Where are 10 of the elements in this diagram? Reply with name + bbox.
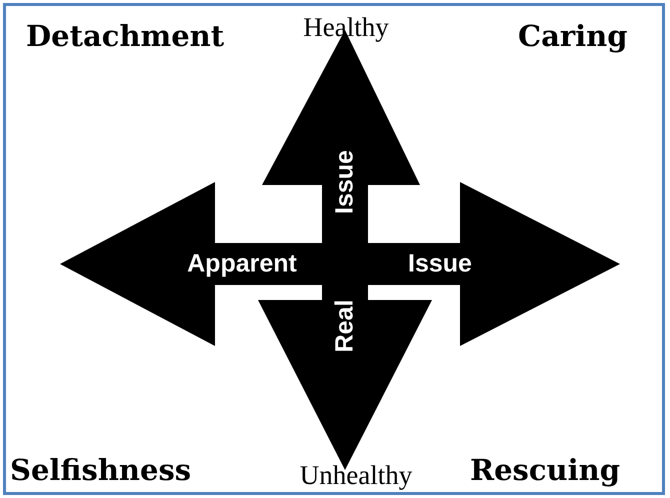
arrow-label: Apparent xyxy=(187,252,297,276)
quadrant-label: Selfishness xyxy=(10,456,192,485)
quadrant-label: Rescuing xyxy=(470,456,620,485)
arrow-label: Real xyxy=(332,300,358,352)
quadrant-label: Detachment xyxy=(26,22,224,51)
arrow-label: Issue xyxy=(332,150,358,214)
axis-label: Healthy xyxy=(303,14,389,41)
axis-label: Unhealthy xyxy=(300,462,412,489)
quadrant-label: Caring xyxy=(518,22,628,51)
arrow-label: Issue xyxy=(408,252,472,276)
